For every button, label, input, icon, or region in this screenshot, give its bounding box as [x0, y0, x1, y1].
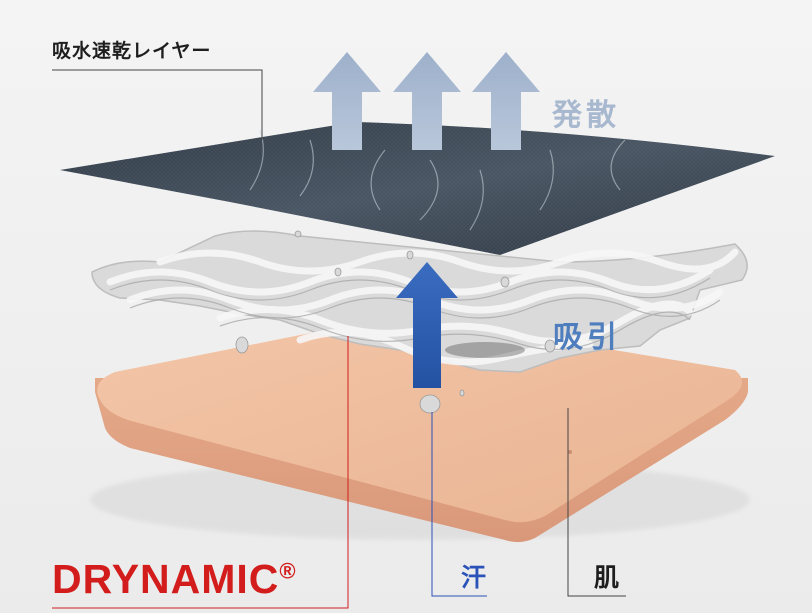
brand-name: DRYNAMIC [52, 556, 279, 602]
absorption-label: 吸引 [553, 312, 621, 356]
sweat-label: 汗 [461, 558, 486, 594]
diffusion-arrows [313, 52, 540, 150]
brand-logo: DRYNAMIC® [52, 556, 297, 603]
diffusion-label: 発散 [552, 90, 620, 134]
registered-mark: ® [279, 558, 296, 583]
top-layer-label: 吸水速乾レイヤー [52, 36, 211, 63]
skin-label: 肌 [594, 558, 619, 594]
